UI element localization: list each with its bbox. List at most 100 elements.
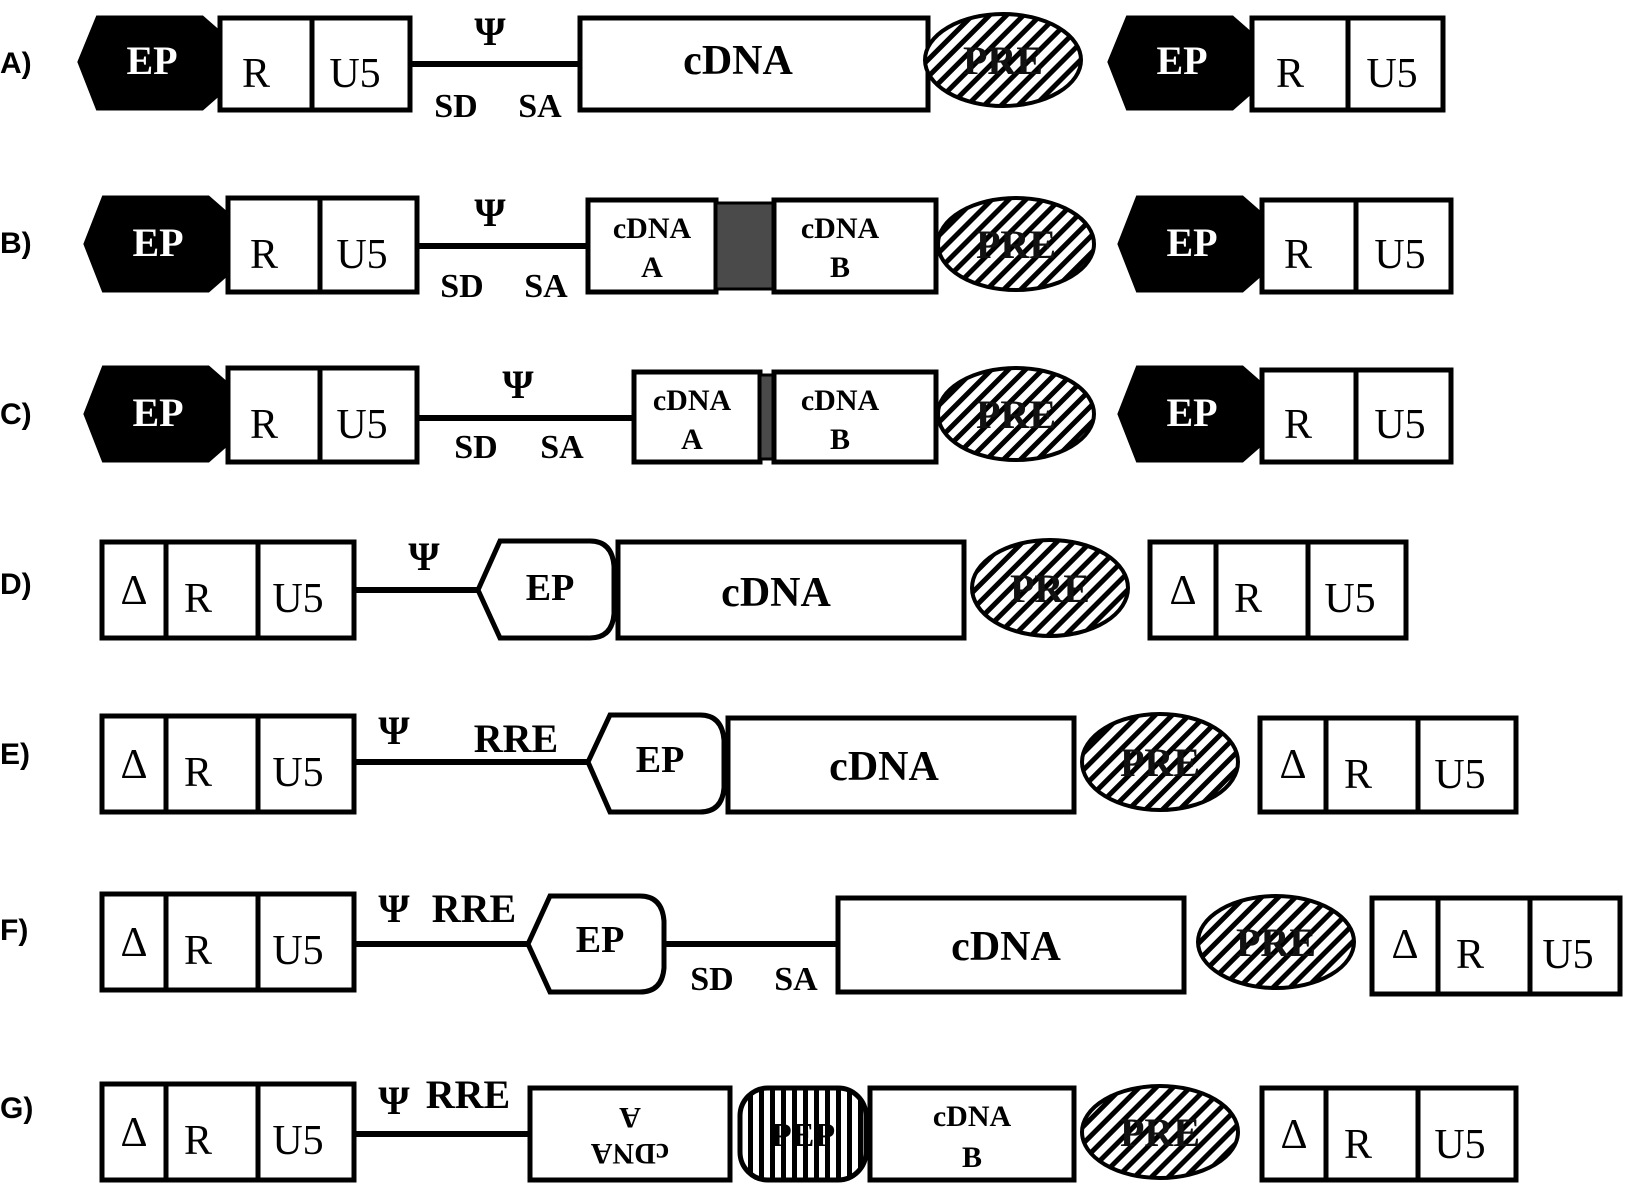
psi-label: Ψ xyxy=(502,362,534,407)
pre-element xyxy=(923,12,1083,108)
u5-label: U5 xyxy=(336,402,387,448)
u5-box xyxy=(1345,15,1446,113)
u5-box xyxy=(255,539,357,641)
rre-label: RRE xyxy=(474,716,558,761)
u5-label: U5 xyxy=(272,1118,323,1164)
pre-element xyxy=(1080,1084,1240,1180)
u5-label: U5 xyxy=(272,750,323,796)
ep-label: EP xyxy=(1156,38,1207,83)
delta-label: Δ xyxy=(120,1110,147,1156)
pre-element xyxy=(1080,712,1240,812)
row-label-d: D) xyxy=(0,568,32,601)
ep-block-dark xyxy=(1117,195,1261,293)
sa-label: SA xyxy=(518,88,562,125)
ep-block-dark xyxy=(83,365,227,463)
delta-label: Δ xyxy=(120,742,147,788)
delta-label: Δ xyxy=(1280,1112,1307,1158)
ep-block-light xyxy=(475,538,617,641)
pre-element xyxy=(1196,894,1356,990)
u5-label: U5 xyxy=(1434,1122,1485,1168)
sd-label: SD xyxy=(434,88,477,125)
u5-box xyxy=(1353,367,1454,465)
r-label: R xyxy=(1234,576,1262,622)
pre-label: PRE xyxy=(1120,740,1200,785)
ep-label: EP xyxy=(636,739,685,781)
r-label: R xyxy=(1344,1122,1372,1168)
rre-label: RRE xyxy=(426,1072,510,1117)
r-label: R xyxy=(184,576,212,622)
ep-block-dark xyxy=(1107,15,1251,111)
spacer-block xyxy=(714,201,776,291)
delta-box xyxy=(1369,895,1441,997)
ep-block-dark xyxy=(83,195,227,293)
r-box xyxy=(1435,895,1533,997)
construct-row-a: A) EP R U5 Ψ SD SA cDNA PRE EP R U5 xyxy=(0,9,1446,125)
ep-label: EP xyxy=(1166,390,1217,435)
psi-label: Ψ xyxy=(378,708,410,753)
r-label: R xyxy=(1276,51,1304,97)
sd-label: SD xyxy=(440,268,483,305)
cdna-b-label: B xyxy=(962,1141,982,1174)
u5-box xyxy=(1415,715,1519,815)
construct-row-f: F) Δ R U5 Ψ RRE EP SD SA cDNA PRE Δ R U5 xyxy=(0,886,1623,998)
ep-label: EP xyxy=(526,567,575,609)
cdna-b-box xyxy=(771,369,939,465)
cdna-a-box xyxy=(631,369,763,465)
r-box xyxy=(1323,715,1421,815)
u5-box xyxy=(255,713,357,815)
u5-label: U5 xyxy=(1324,576,1375,622)
psi-label: Ψ xyxy=(378,886,410,931)
r-box xyxy=(1259,367,1359,465)
cdna-label: cDNA xyxy=(801,212,880,245)
r-label: R xyxy=(250,232,278,278)
cdna-b-label: B xyxy=(830,251,850,284)
ep-label: EP xyxy=(132,390,183,435)
r-label: R xyxy=(1456,932,1484,978)
sd-label: SD xyxy=(454,429,497,466)
row-label-f: F) xyxy=(0,914,28,947)
delta-label: Δ xyxy=(1279,742,1306,788)
row-label-c: C) xyxy=(0,398,32,431)
cdna-b-label: B xyxy=(830,423,850,456)
delta-label: Δ xyxy=(120,568,147,614)
pre-label: PRE xyxy=(963,38,1043,83)
ep-label: EP xyxy=(132,220,183,265)
cdna-label: cDNA xyxy=(829,744,939,790)
u5-label: U5 xyxy=(336,232,387,278)
u5-box xyxy=(1527,895,1623,997)
cdna-label: cDNA xyxy=(653,384,732,417)
cdna-a-label: A xyxy=(681,423,703,456)
cdna-a-inverted-box xyxy=(527,1085,733,1183)
u5-box xyxy=(1305,539,1409,641)
construct-row-b: B) EP R U5 Ψ SD SA cDNA A cDNA B PRE EP … xyxy=(0,190,1454,305)
r-label: R xyxy=(184,928,212,974)
ep-block-light xyxy=(585,712,727,815)
sd-label: SD xyxy=(690,961,733,998)
cdna-label-inverted: cDNA xyxy=(591,1137,670,1170)
construct-row-e: E) Δ R U5 Ψ RRE EP cDNA PRE Δ R U5 xyxy=(0,708,1519,815)
psi-label: Ψ xyxy=(474,190,506,235)
r-label: R xyxy=(242,51,270,97)
u5-box xyxy=(1353,197,1454,295)
pre-label: PRE xyxy=(1120,1110,1200,1155)
ep-label: EP xyxy=(126,38,177,83)
r-label: R xyxy=(1284,232,1312,278)
construct-row-c: C) EP R U5 Ψ SD SA cDNA A cDNA B PRE EP … xyxy=(0,362,1454,466)
r-label: R xyxy=(1284,402,1312,448)
pre-label: PRE xyxy=(1236,920,1316,965)
cdna-label: cDNA xyxy=(683,38,793,84)
pep-label: PEP xyxy=(771,1117,835,1154)
u5-box xyxy=(317,195,420,295)
pre-label: PRE xyxy=(976,392,1056,437)
pre-element xyxy=(970,538,1130,638)
r-label: R xyxy=(1344,752,1372,798)
r-box xyxy=(1249,15,1351,113)
r-box xyxy=(1213,539,1311,641)
sa-label: SA xyxy=(774,961,818,998)
rre-label: RRE xyxy=(432,886,516,931)
u5-label: U5 xyxy=(1374,232,1425,278)
sa-label: SA xyxy=(524,268,568,305)
row-label-g: G) xyxy=(0,1092,33,1125)
psi-label: Ψ xyxy=(408,534,440,579)
